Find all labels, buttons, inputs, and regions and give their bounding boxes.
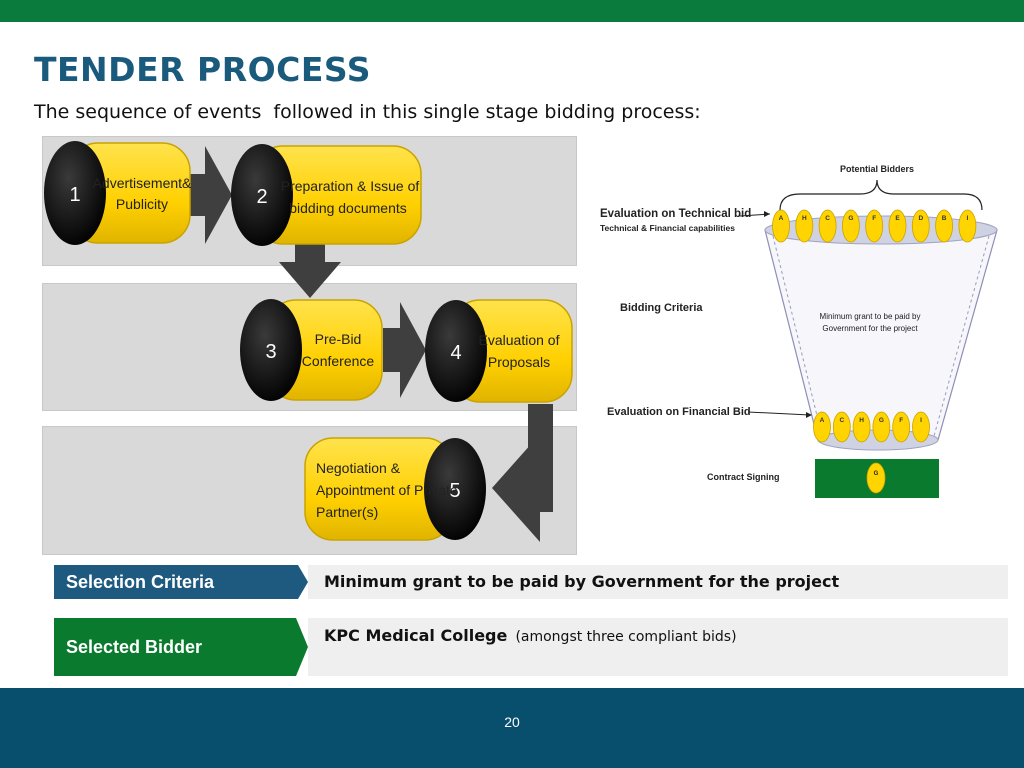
- bottom-bidder-letter: A: [820, 417, 825, 424]
- step-label-line: Pre-Bid: [315, 331, 362, 347]
- selection-criteria-label: Selection Criteria: [66, 571, 215, 592]
- process-step-4: 4 Evaluation of Proposals: [425, 299, 573, 403]
- step-label-line: Conference: [302, 353, 375, 369]
- bottom-bidder-letter: F: [899, 417, 903, 424]
- top-bidder-token: [958, 209, 977, 243]
- criteria-text: Minimum grant to be paid by: [820, 312, 921, 321]
- bottom-bidder-token: [912, 411, 930, 443]
- bottom-bidder-token: [813, 411, 831, 443]
- bottom-bidder-token: [872, 411, 891, 443]
- top-bidder-token: [842, 209, 860, 243]
- bidding-criteria-label: Bidding Criteria: [620, 302, 703, 314]
- potential-bidders-label: Potential Bidders: [840, 164, 914, 174]
- page-subtitle: The sequence of events followed in this …: [34, 101, 701, 123]
- process-step-2: 2 Preparation & Issue of bidding documen…: [231, 144, 422, 246]
- footer-bar: [0, 688, 1024, 768]
- step-label-line: Proposals: [488, 354, 550, 370]
- winning-bidder: [866, 462, 886, 494]
- top-bidder-token: [795, 209, 814, 243]
- step-label-line: Negotiation &: [316, 460, 401, 476]
- financial-bid-label: Evaluation on Financial Bid: [607, 406, 751, 418]
- top-bidder-token: [772, 209, 790, 243]
- flow-arrow-4-5: [492, 404, 553, 542]
- bidders-brace: [779, 179, 983, 211]
- bottom-bidder-token: [832, 411, 851, 443]
- bottom-bidder-letter: H: [859, 417, 864, 424]
- winning-bidder-letter: G: [874, 471, 879, 477]
- top-accent-bar: [0, 0, 1024, 22]
- step-number: 5: [449, 480, 460, 502]
- top-bidder-letter: A: [779, 215, 784, 222]
- step-number: 3: [265, 341, 276, 363]
- bottom-bidder-letter: G: [879, 417, 884, 424]
- page-title: TENDER PROCESS: [34, 50, 371, 89]
- step-label-line: Publicity: [116, 196, 168, 212]
- flow-arrow-2-3: [279, 238, 341, 298]
- bidder-funnel: Potential Bidders A H C G F E D B I A C H G F I Evalu…: [600, 164, 998, 498]
- selection-criteria-tag: [54, 565, 308, 599]
- step-number: 4: [450, 342, 461, 364]
- top-bidder-letter: D: [918, 215, 923, 222]
- step-number: 1: [69, 184, 80, 206]
- top-bidder-letter: F: [872, 215, 876, 222]
- step-label-line: Appointment of Private: [316, 482, 458, 498]
- selection-criteria-value: Minimum grant to be paid by Government f…: [308, 565, 1008, 599]
- top-bidder-letter: H: [802, 215, 807, 222]
- step-label-line: Partner(s): [316, 504, 378, 520]
- contract-signing-label: Contract Signing: [707, 472, 780, 482]
- step-label-line: Evaluation of: [479, 332, 560, 348]
- top-bidder-letter: B: [942, 215, 947, 222]
- top-bidder-token: [888, 209, 907, 243]
- bottom-bidder-token: [892, 411, 911, 443]
- bottom-bidder-token: [852, 411, 871, 443]
- top-bidder-token: [818, 209, 837, 243]
- selected-bidder-tag: [54, 618, 308, 676]
- selected-bidder-value: KPC Medical College (amongst three compl…: [308, 618, 1008, 676]
- bottom-bidder-letter: C: [839, 417, 844, 424]
- bottom-bidder-letter: I: [920, 417, 922, 424]
- technical-bid-sub: Technical & Financial capabilities: [600, 223, 735, 233]
- top-bidder-token: [865, 209, 884, 243]
- page-number: 20: [504, 714, 520, 730]
- top-bidder-letter: E: [895, 215, 900, 222]
- top-bidder-letter: G: [848, 215, 853, 222]
- step-label-line: Advertisement&: [93, 175, 192, 191]
- top-bidder-token: [911, 209, 930, 243]
- step-number: 2: [256, 186, 267, 208]
- financial-pointer: [747, 411, 811, 416]
- step-label-line: bidding documents: [289, 200, 407, 216]
- top-bidder-letter: C: [825, 215, 830, 222]
- flow-arrow-3-4: [383, 302, 426, 398]
- criteria-text: Government for the project: [822, 324, 918, 333]
- process-step-3: 3 Pre-Bid Conference: [240, 299, 383, 401]
- selected-bidder-note: (amongst three compliant bids): [515, 629, 737, 645]
- step-label-line: Preparation & Issue of: [281, 178, 420, 194]
- flow-arrow-1-2: [190, 146, 232, 244]
- selected-bidder-label: Selected Bidder: [66, 636, 203, 657]
- process-step-5: 5 Negotiation & Appointment of Private P…: [304, 437, 486, 541]
- top-bidder-token: [935, 209, 953, 243]
- technical-bid-label: Evaluation on Technical bid: [600, 208, 751, 220]
- selected-bidder-name: KPC Medical College: [324, 626, 508, 645]
- process-step-1: 1 Advertisement& Publicity: [44, 141, 192, 245]
- top-bidder-letter: I: [966, 215, 968, 222]
